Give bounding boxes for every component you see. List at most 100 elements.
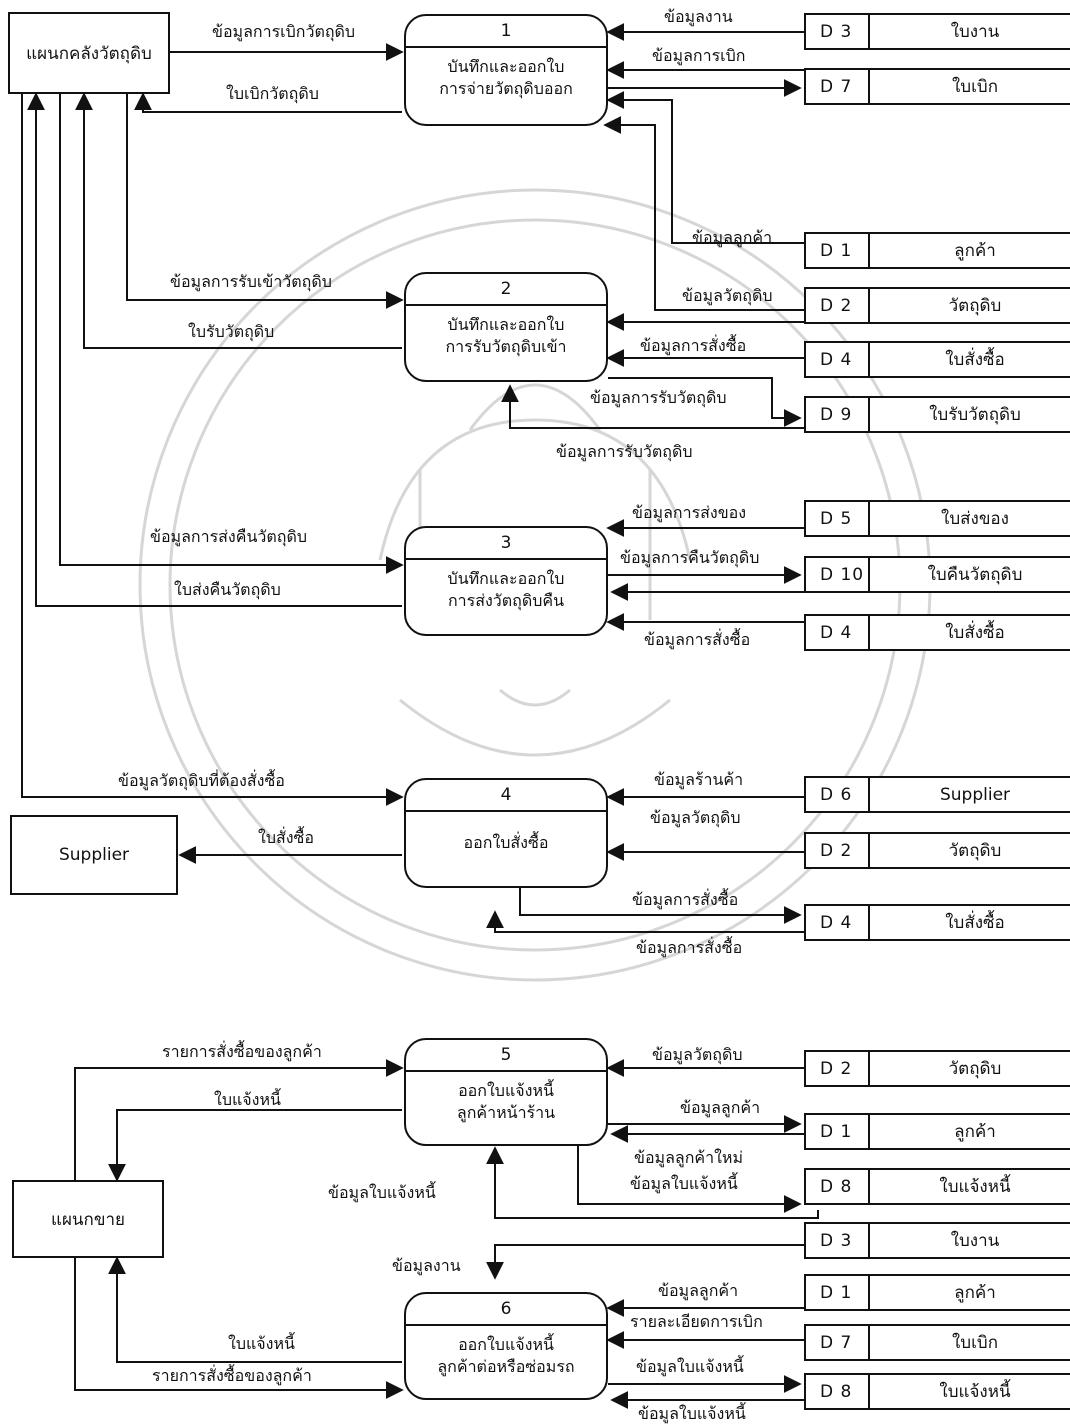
process-6-name-1: ออกใบแจ้งหนี้	[458, 1335, 554, 1354]
store-name: วัตถุดิบ	[948, 296, 1002, 316]
store-id: D 1	[804, 234, 870, 267]
store-id: D 6	[804, 778, 870, 811]
store-name: ใบคืนวัตถุดิบ	[927, 565, 1023, 585]
store-name: ลูกค้า	[954, 1283, 996, 1303]
flow-label: ข้อมูลลูกค้า	[658, 1281, 739, 1300]
process-2-name-1: บันทึกและออกใบ	[447, 315, 565, 334]
store-d3-job: D 3 ใบงาน	[804, 13, 1070, 50]
process-2-name-2: การรับวัตถุดิบเข้า	[445, 337, 567, 356]
store-d4-purchase-order: D 4 ใบสั่งซื้อ	[804, 904, 1070, 941]
process-1: 1 บันทึกและออกใบการจ่ายวัตถุดิบออก	[404, 14, 608, 126]
flow-label: ใบเบิกวัตถุดิบ	[226, 84, 319, 103]
process-2: 2 บันทึกและออกใบการรับวัตถุดิบเข้า	[404, 272, 608, 382]
store-name: ใบรับวัตถุดิบ	[929, 405, 1021, 425]
flow-label: ใบสั่งซื้อ	[258, 828, 315, 847]
flow-label: ข้อมูลงาน	[392, 1256, 461, 1275]
store-name: วัตถุดิบ	[948, 1059, 1002, 1079]
process-5-name-1: ออกใบแจ้งหนี้	[458, 1081, 554, 1100]
process-6-id: 6	[406, 1294, 606, 1326]
store-id: D 8	[804, 1170, 870, 1203]
store-id: D 2	[804, 289, 870, 322]
store-d2-material: D 2 วัตถุดิบ	[804, 832, 1070, 869]
flow-label: ใบแจ้งหนี้	[228, 1334, 295, 1353]
store-id: D 3	[804, 1224, 870, 1257]
process-3-name-1: บันทึกและออกใบ	[447, 569, 565, 588]
flow-label: ข้อมูลใบแจ้งหนี้	[638, 1404, 746, 1423]
entity-sales-department: แผนกขาย	[12, 1180, 164, 1258]
store-d3-job: D 3 ใบงาน	[804, 1222, 1070, 1259]
store-name: ใบเบิก	[952, 77, 998, 97]
flow-label: ข้อมูลการรับเข้าวัตถุดิบ	[170, 272, 332, 291]
process-5-id: 5	[406, 1040, 606, 1072]
store-name: วัตถุดิบ	[948, 841, 1002, 861]
store-d4-purchase-order: D 4 ใบสั่งซื้อ	[804, 341, 1070, 378]
store-name: ใบแจ้งหนี้	[939, 1177, 1011, 1197]
flow-label: ข้อมูลการส่งคืนวัตถุดิบ	[150, 527, 307, 546]
flow-label: รายการสั่งซื้อของลูกค้า	[162, 1042, 322, 1061]
flow-label: ข้อมูลการเบิกวัตถุดิบ	[212, 22, 356, 41]
flow-label: รายละเอียดการเบิก	[630, 1312, 763, 1331]
store-name: ใบแจ้งหนี้	[939, 1382, 1011, 1402]
flow-label: ข้อมูลวัตถุดิบ	[682, 286, 773, 305]
process-2-id: 2	[406, 274, 606, 306]
flow-label: ข้อมูลการสั่งซื้อ	[636, 938, 743, 957]
flow-label: ข้อมูลร้านค้า	[654, 770, 744, 789]
flow-label: ข้อมูลการรับวัตถุดิบ	[590, 388, 727, 407]
store-name: ใบงาน	[950, 1231, 1000, 1251]
process-3-id: 3	[406, 528, 606, 560]
flow-label: ใบแจ้งหนี้	[214, 1090, 281, 1109]
entity-raw-material-warehouse: แผนกคลังวัตถุดิบ	[8, 12, 170, 94]
process-1-id: 1	[406, 16, 606, 48]
flow-label: ข้อมูลการสั่งซื้อ	[632, 890, 739, 909]
process-4-id: 4	[406, 780, 606, 812]
store-d5-delivery: D 5 ใบส่งของ	[804, 500, 1070, 537]
process-5-name-2: ลูกค้าหน้าร้าน	[456, 1103, 556, 1122]
store-name: ใบสั่งซื้อ	[945, 913, 1005, 933]
store-id: D 2	[804, 834, 870, 867]
store-id: D 4	[804, 906, 870, 939]
flow-label: ข้อมูลงาน	[664, 7, 733, 26]
store-d2-material: D 2 วัตถุดิบ	[804, 287, 1070, 324]
flow-label: ข้อมูลการสั่งซื้อ	[640, 336, 747, 355]
store-id: D 1	[804, 1276, 870, 1309]
flow-label: ข้อมูลลูกค้าใหม่	[634, 1148, 743, 1167]
process-3: 3 บันทึกและออกใบการส่งวัตถุดิบคืน	[404, 526, 608, 636]
flow-label: ใบรับวัตถุดิบ	[188, 322, 275, 341]
store-name: ใบส่งของ	[941, 509, 1009, 529]
store-id: D 9	[804, 398, 870, 431]
store-id: D 7	[804, 70, 870, 103]
flow-label: ข้อมูลใบแจ้งหนี้	[636, 1357, 744, 1376]
flow-label: ข้อมูลลูกค้า	[692, 228, 773, 247]
store-d1-customer: D 1 ลูกค้า	[804, 1274, 1070, 1311]
flow-label: ข้อมูลวัตถุดิบ	[652, 1045, 743, 1064]
store-d9-receipt: D 9 ใบรับวัตถุดิบ	[804, 396, 1070, 433]
store-name: ใบสั่งซื้อ	[945, 350, 1005, 370]
store-id: D 5	[804, 502, 870, 535]
store-id: D 4	[804, 616, 870, 649]
process-4: 4 ออกใบสั่งซื้อ	[404, 778, 608, 888]
store-name: ใบงาน	[950, 22, 1000, 42]
process-6: 6 ออกใบแจ้งหนี้ลูกค้าต่อหรือซ่อมรถ	[404, 1292, 608, 1400]
flow-label: ข้อมูลการรับวัตถุดิบ	[556, 442, 693, 461]
flow-label: ข้อมูลการสั่งซื้อ	[644, 630, 751, 649]
flow-label: ข้อมูลใบแจ้งหนี้	[328, 1183, 436, 1202]
flow-label: รายการสั่งซื้อของลูกค้า	[152, 1366, 312, 1385]
flow-label: ข้อมูลการคืนวัตถุดิบ	[620, 548, 760, 567]
store-d7-requisition: D 7 ใบเบิก	[804, 68, 1070, 105]
store-d8-invoice: D 8 ใบแจ้งหนี้	[804, 1168, 1070, 1205]
store-name: ลูกค้า	[954, 241, 996, 261]
store-id: D 1	[804, 1115, 870, 1148]
flow-label: ข้อมูลการเบิก	[652, 46, 746, 65]
flow-label: ใบส่งคืนวัตถุดิบ	[174, 580, 281, 599]
store-id: D 3	[804, 15, 870, 48]
flow-label: ข้อมูลวัตถุดิบที่ต้องสั่งซื้อ	[118, 771, 285, 790]
store-id: D 4	[804, 343, 870, 376]
entity-supplier: Supplier	[10, 815, 178, 895]
